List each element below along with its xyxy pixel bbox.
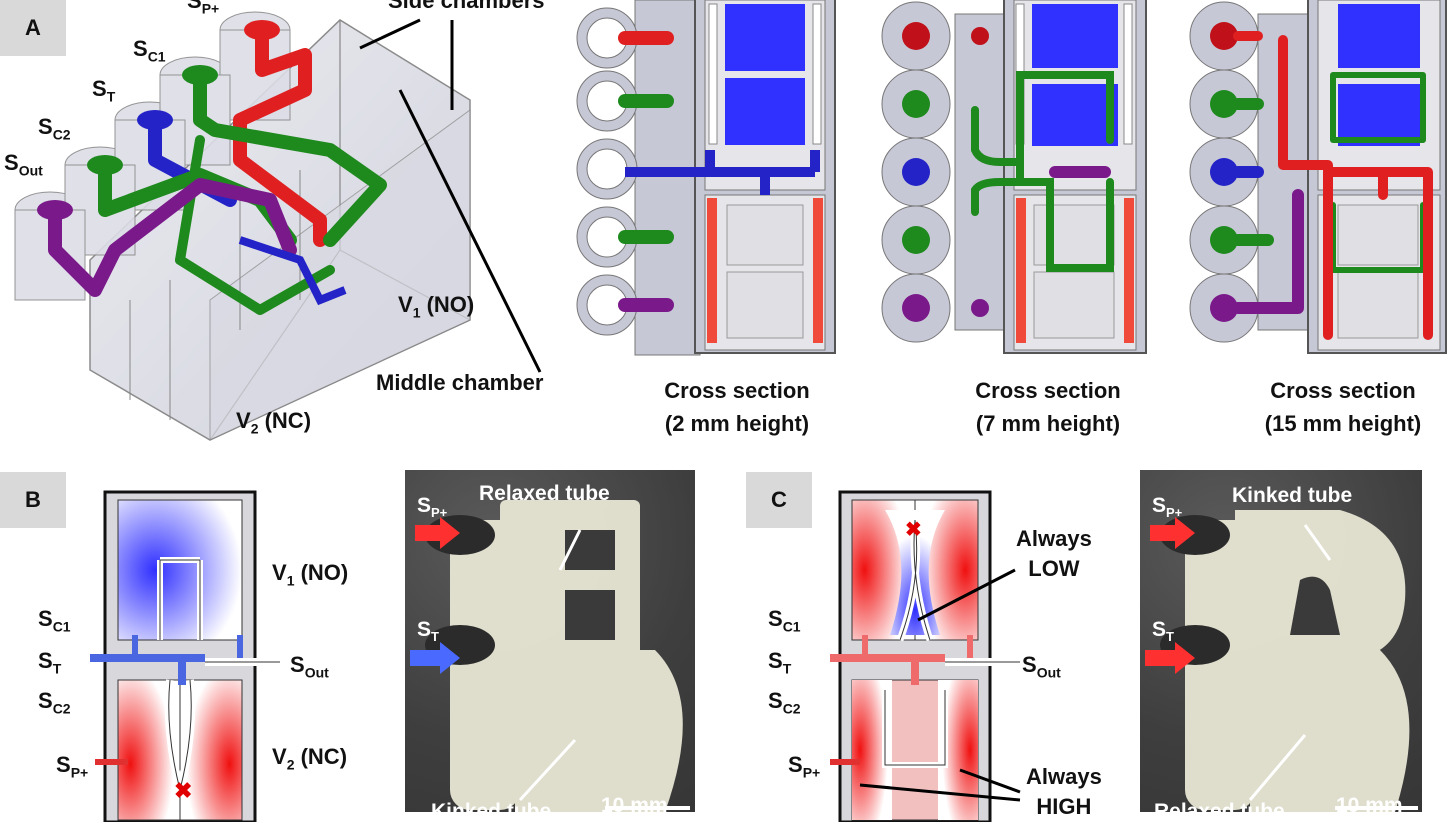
label-sout-a: SOut — [4, 150, 43, 179]
cross-section-7mm — [881, 0, 1147, 354]
label-sc1-c: SC1 — [768, 606, 801, 635]
photo-c-relaxed-label: Relaxed tube — [1154, 800, 1285, 812]
photo-c-scale-label: 10 mm — [1336, 794, 1403, 812]
caption-line: (7 mm height) — [975, 411, 1121, 436]
device-3d-illustration — [14, 11, 542, 441]
label-line: LOW — [1028, 556, 1080, 581]
photo-c-device — [1145, 510, 1418, 812]
caption-line: Cross section — [664, 378, 810, 403]
panel-c-tag: C — [746, 472, 812, 528]
label-sp-a: SP+ — [187, 0, 220, 17]
label-st-b: ST — [38, 648, 62, 677]
schematic-c-callouts — [859, 568, 1021, 802]
label-st-a: ST — [92, 76, 116, 105]
cross-section-2mm — [576, 0, 836, 356]
photo-c-sp-label: SP+ — [1152, 494, 1183, 521]
label-middle-chamber: Middle chamber — [376, 370, 544, 395]
label-v2-b: V2 (NC) — [272, 744, 348, 773]
schematic-b: ✖ — [90, 490, 280, 822]
caption-line: (2 mm height) — [664, 411, 810, 436]
photo-b-scale-label: 10 mm — [601, 794, 668, 812]
svg-text:✖: ✖ — [174, 778, 192, 803]
photo-c-kinked-label: Kinked tube — [1232, 484, 1353, 507]
label-sc1-a: SC1 — [133, 36, 166, 65]
panel-b-tag: B — [0, 472, 66, 528]
label-always-high: Always HIGH — [1026, 762, 1102, 822]
label-v1-a: V1 (NO) — [398, 292, 475, 321]
caption-line: Cross section — [1270, 378, 1416, 403]
label-sc2-b: SC2 — [38, 688, 71, 717]
caption-line: Cross section — [975, 378, 1121, 403]
caption-cross-section-15mm: Cross section (15 mm height) — [1238, 374, 1448, 440]
photo-b-relaxed-label: Relaxed tube — [479, 482, 610, 505]
photo-b-sp-label: SP+ — [417, 494, 448, 521]
svg-text:✖: ✖ — [905, 519, 922, 541]
caption-cross-section-7mm: Cross section (7 mm height) — [943, 374, 1153, 440]
label-sout-b: SOut — [290, 652, 329, 681]
label-sp-c: SP+ — [788, 752, 821, 781]
label-line: Always — [1016, 526, 1092, 551]
label-v2-a: V2 (NC) — [236, 408, 312, 437]
label-sp-b: SP+ — [56, 752, 89, 781]
label-sc2-c: SC2 — [768, 688, 801, 717]
label-sout-c: SOut — [1022, 652, 1061, 681]
caption-cross-section-2mm: Cross section (2 mm height) — [632, 374, 842, 440]
photo-b-device — [410, 500, 690, 812]
label-line: Always — [1026, 764, 1102, 789]
photo-b-kinked-label: Kinked tube — [431, 800, 552, 812]
caption-line: (15 mm height) — [1264, 411, 1422, 436]
panel-a-tag: A — [0, 0, 66, 56]
label-st-c: ST — [768, 648, 792, 677]
photo-b-st-label: ST — [417, 618, 439, 645]
label-always-low: Always LOW — [1016, 524, 1092, 584]
photo-b: SP+ ST Relaxed tube Kinked tube 10 mm — [405, 470, 695, 812]
label-line: HIGH — [1036, 794, 1092, 819]
photo-c: SP+ ST Kinked tube Relaxed tube 10 mm — [1140, 470, 1422, 812]
label-sc2-a: SC2 — [38, 114, 71, 143]
schematic-c: ✖ — [830, 490, 1020, 822]
photo-c-st-label: ST — [1152, 618, 1174, 645]
label-sc1-b: SC1 — [38, 606, 71, 635]
label-v1-b: V1 (NO) — [272, 560, 349, 589]
label-side-chambers: Side chambers — [388, 0, 545, 13]
cross-section-15mm — [1189, 0, 1447, 354]
